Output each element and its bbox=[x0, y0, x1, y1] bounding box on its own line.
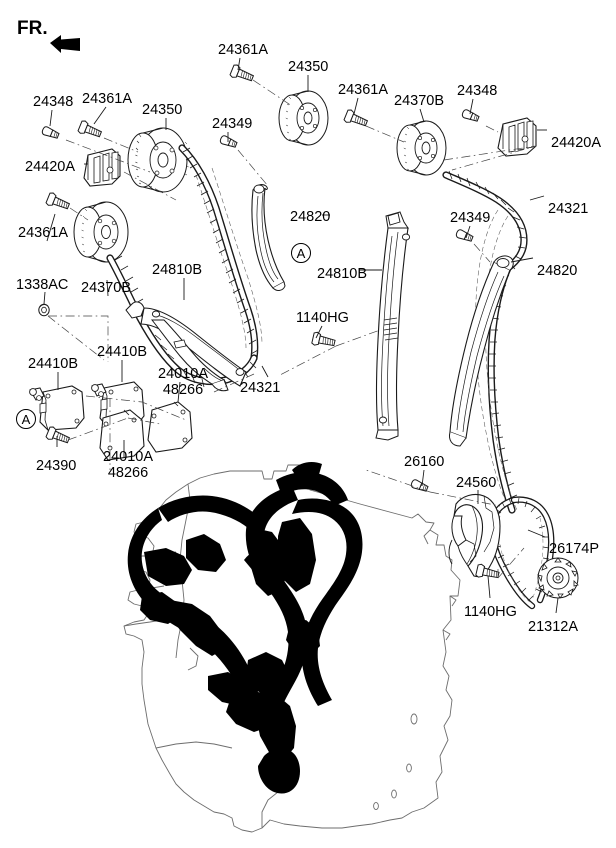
dowel-24348-left bbox=[40, 125, 61, 141]
gasket-24010A-48266-lower bbox=[99, 409, 145, 461]
assembly-reference-lines bbox=[47, 79, 537, 579]
chain-silhouette bbox=[127, 462, 363, 794]
oil-pump-chain-guide-24560 bbox=[448, 493, 501, 578]
part-label-line2: 48266 bbox=[107, 464, 149, 481]
bolt-24361A-top-mid bbox=[229, 63, 256, 85]
callout-mark-A-lower: A bbox=[16, 409, 36, 429]
tensioner-arm-24810B-left bbox=[125, 301, 247, 392]
part-label-24348: 24348 bbox=[33, 94, 74, 110]
part-label-24810b: 24810B bbox=[152, 262, 202, 278]
part-label-24420a: 24420A bbox=[25, 159, 75, 175]
part-label-24361a: 24361A bbox=[218, 42, 268, 58]
part-label-24350: 24350 bbox=[288, 59, 329, 75]
gasket-24010A-48266-upper bbox=[147, 401, 193, 453]
part-label-26174p: 26174P bbox=[549, 541, 599, 557]
part-label-24410b: 24410B bbox=[97, 344, 147, 360]
oil-pump-sprocket-21312A bbox=[537, 557, 579, 599]
part-label-24348: 24348 bbox=[457, 83, 498, 99]
part-label-21312a: 21312A bbox=[528, 619, 578, 635]
sprocket-24370B-left bbox=[73, 201, 129, 263]
part-24420A-left bbox=[83, 148, 121, 187]
part-label-24560: 24560 bbox=[456, 475, 497, 491]
part-label-24370b: 24370B bbox=[394, 93, 444, 109]
bolt-24361A-top-left bbox=[77, 119, 104, 141]
chain-guide-24820-right bbox=[449, 255, 514, 447]
part-label-26160: 26160 bbox=[404, 454, 445, 470]
part-label-line2: 48266 bbox=[162, 381, 204, 398]
dowel-24349-right bbox=[454, 228, 475, 244]
callout-mark-A-upper: A bbox=[291, 243, 311, 263]
part-label-24350: 24350 bbox=[142, 102, 183, 118]
bolt-1140HG-upper bbox=[311, 331, 337, 350]
part-label-line1: 24010A bbox=[158, 366, 208, 382]
tensioner-arm-24810B-right bbox=[375, 211, 411, 441]
washer-1338AC bbox=[38, 303, 50, 317]
part-label-24321: 24321 bbox=[240, 380, 281, 396]
part-label-24410b: 24410B bbox=[28, 356, 78, 372]
part-label-24390: 24390 bbox=[36, 458, 77, 474]
part-label-24321: 24321 bbox=[548, 201, 589, 217]
part-label-24361a: 24361A bbox=[338, 82, 388, 98]
part-label-24370b: 24370B bbox=[81, 280, 131, 296]
part-label-1140hg: 1140HG bbox=[464, 604, 517, 620]
part-label-1140hg: 1140HG bbox=[296, 310, 349, 326]
part-label-24349: 24349 bbox=[212, 116, 253, 132]
sprocket-24350-left bbox=[127, 127, 190, 193]
orientation-label: FR. bbox=[17, 18, 48, 39]
part-label-24361a: 24361A bbox=[18, 225, 68, 241]
part-label-1338ac: 1338AC bbox=[16, 277, 69, 293]
left-arrow-icon bbox=[50, 35, 80, 53]
sprocket-24350-mid bbox=[278, 90, 329, 146]
chain-tensioner-24410B-left bbox=[29, 385, 85, 431]
chain-guide-24820-upper bbox=[251, 184, 286, 291]
part-label-24420a: 24420A bbox=[551, 135, 601, 151]
part-label-24349: 24349 bbox=[450, 210, 491, 226]
part-label-24361a: 24361A bbox=[82, 91, 132, 107]
part-label-line1: 24010A bbox=[103, 449, 153, 465]
part-label-24820: 24820 bbox=[537, 263, 578, 279]
part-label-24820: 24820 bbox=[290, 209, 331, 225]
dowel-24349-left bbox=[218, 134, 239, 150]
bolt-24361A-top-right bbox=[343, 108, 370, 130]
bolt-24361A-left-lower bbox=[45, 191, 72, 213]
part-label-24810b: 24810B bbox=[317, 266, 367, 282]
sprocket-24370B-right bbox=[396, 120, 447, 176]
part-24420A-right bbox=[497, 117, 537, 157]
